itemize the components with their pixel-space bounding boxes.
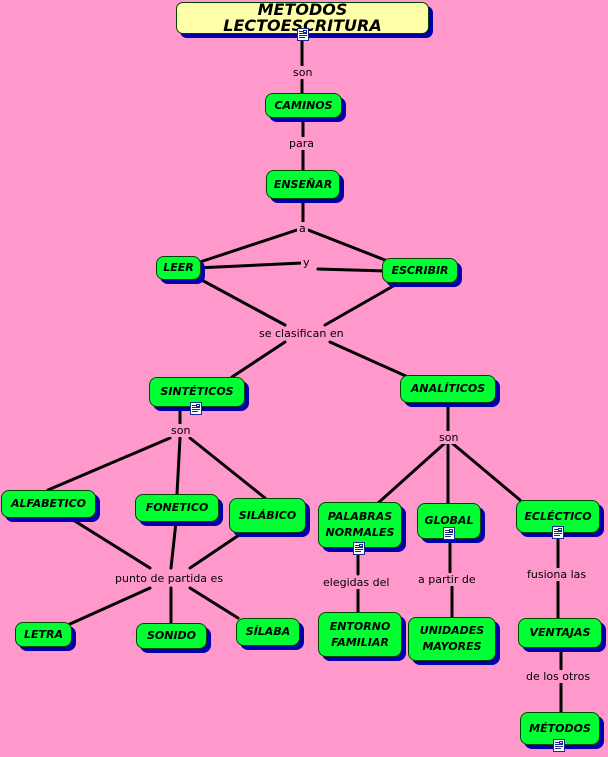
document-icon[interactable] xyxy=(552,526,564,539)
link-label-de-los-otros: de los otros xyxy=(524,670,593,683)
concept-label: METODOS LECTOESCRITURA xyxy=(223,0,382,35)
concept-label: ANALÍTICOS xyxy=(410,382,486,395)
link-son-alfabetico xyxy=(46,436,172,492)
link-label-a-partir-de: a partir de xyxy=(416,573,478,586)
link-label-y: y xyxy=(301,256,312,269)
link-clasifican-sinteticos xyxy=(230,340,287,379)
link-label-elegidas-del: elegidas del xyxy=(321,576,392,589)
concept-palabras-normales[interactable]: PALABRAS NORMALES xyxy=(318,502,402,548)
concept-ventajas[interactable]: VENTAJAS xyxy=(518,618,602,648)
link-label-para: para xyxy=(287,137,316,150)
concept-entorno-familiar[interactable]: ENTORNO FAMILIAR xyxy=(318,612,402,657)
link-label-fusiona-las: fusiona las xyxy=(525,568,589,581)
link-a-escribir xyxy=(301,226,387,262)
concept-analiticos[interactable]: ANALÍTICOS xyxy=(400,375,496,403)
concept-label: SONIDO xyxy=(146,629,197,642)
concept-label: ALFABETICO xyxy=(10,497,87,510)
link-punto-letra xyxy=(68,586,152,626)
concept-caminos[interactable]: CAMINOS xyxy=(265,93,342,118)
document-icon[interactable] xyxy=(553,739,565,752)
concept-label: ECLÉCTICO xyxy=(524,509,592,523)
concept-leer[interactable]: LEER xyxy=(156,256,201,280)
concept-label: ESCRIBIR xyxy=(391,263,449,277)
concept-silaba[interactable]: SÍLABA xyxy=(236,618,300,646)
link-leer-y xyxy=(194,261,304,270)
link-son-silabico xyxy=(188,436,267,500)
concept-sonido[interactable]: SONIDO xyxy=(136,623,207,649)
link-label-a: a xyxy=(297,222,308,235)
concept-letra[interactable]: LETRA xyxy=(15,622,72,647)
concept-label: ENTORNO FAMILIAR xyxy=(329,619,391,649)
concept-label: LEER xyxy=(163,261,194,274)
document-icon[interactable] xyxy=(443,527,455,540)
concept-escribir[interactable]: ESCRIBIR xyxy=(382,258,458,283)
link-son-palabras xyxy=(375,441,447,506)
link-escribir-clasifican xyxy=(323,283,397,327)
document-icon[interactable] xyxy=(190,402,202,415)
link-clasifican-analiticos xyxy=(328,340,410,379)
concept-label: ENSEÑAR xyxy=(273,177,333,191)
link-label-se-clasifican-en: se clasifican en xyxy=(257,327,346,340)
concept-label: SILÁBICO xyxy=(238,508,297,522)
link-son-fonetico xyxy=(175,436,182,496)
concept-ensenar[interactable]: ENSEÑAR xyxy=(266,170,340,199)
link-label-punto-de-partida-es: punto de partida es xyxy=(113,572,226,585)
link-punto-silaba xyxy=(188,586,240,620)
concept-silabico[interactable]: SILÁBICO xyxy=(229,498,306,533)
concept-label: GLOBAL xyxy=(424,514,474,527)
concept-label: CAMINOS xyxy=(274,98,333,112)
concept-label: SÍLABA xyxy=(245,625,291,638)
link-label-son: son xyxy=(291,66,315,79)
concept-alfabetico[interactable]: ALFABETICO xyxy=(1,490,96,518)
concept-label: VENTAJAS xyxy=(529,626,591,639)
concept-label: PALABRAS NORMALES xyxy=(325,510,395,539)
concept-fonetico[interactable]: FONETICO xyxy=(135,494,219,522)
link-label-son-analiticos: son xyxy=(437,431,461,444)
concept-label: FONETICO xyxy=(145,501,209,514)
link-a-leer xyxy=(198,226,305,264)
document-icon[interactable] xyxy=(353,542,365,555)
link-silabico-punto xyxy=(188,531,244,570)
concept-label: SINTÉTICOS xyxy=(160,385,234,398)
concept-label: UNIDADES MAYORES xyxy=(419,624,485,653)
concept-unidades-mayores[interactable]: UNIDADES MAYORES xyxy=(408,617,496,661)
link-leer-clasifican xyxy=(196,276,287,327)
concept-label: LETRA xyxy=(23,627,63,641)
document-icon[interactable] xyxy=(297,28,309,41)
link-alfabetico-punto xyxy=(68,516,152,570)
concept-label: MÉTODOS xyxy=(529,721,591,735)
link-son-eclectico xyxy=(450,441,522,502)
link-fonetico-punto xyxy=(169,520,178,570)
link-y-escribir xyxy=(316,267,387,273)
link-label-son-sinteticos: son xyxy=(169,424,193,437)
